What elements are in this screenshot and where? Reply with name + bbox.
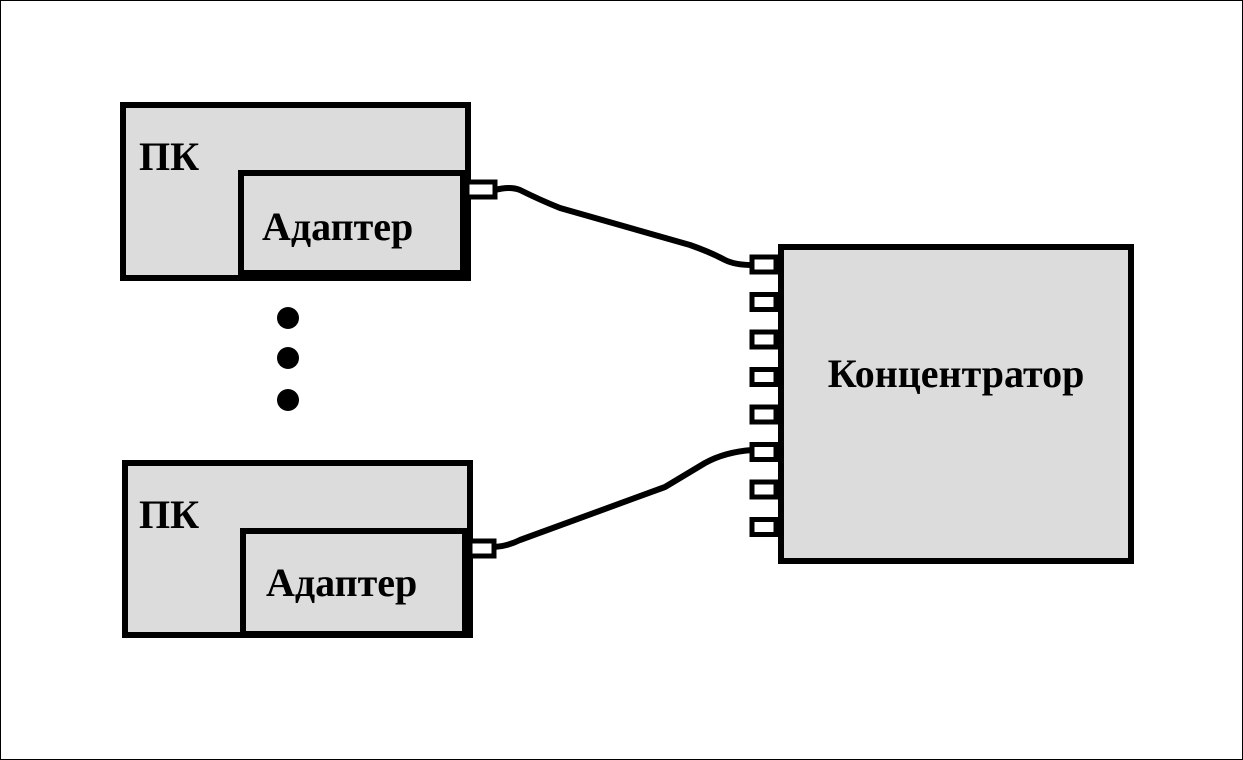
hub-port <box>749 292 779 312</box>
hub-port <box>749 254 779 275</box>
ellipsis-dot <box>277 307 299 329</box>
more-pcs-ellipsis <box>277 307 299 411</box>
ellipsis-dot <box>277 389 299 411</box>
cable-top <box>494 185 753 268</box>
hub: Концентратор <box>749 244 1134 564</box>
hub-port <box>749 442 779 462</box>
pc-top-label: ПК <box>139 134 199 179</box>
pc-top: ПК Адаптер <box>120 102 498 281</box>
adapter-bottom-port <box>467 538 497 559</box>
hub-port <box>749 479 779 500</box>
hub-port <box>749 404 779 425</box>
pc-bottom: ПК Адаптер <box>122 460 497 638</box>
hub-box <box>778 244 1134 564</box>
hub-label: Концентратор <box>828 351 1085 396</box>
pc-bottom-label: ПК <box>139 492 199 537</box>
ellipsis-dot <box>277 347 299 369</box>
adapter-bottom-box <box>240 528 468 637</box>
adapter-top-box <box>238 170 466 276</box>
hub-port <box>749 367 779 387</box>
hub-port <box>749 329 779 350</box>
adapter-bottom-label: Адаптер <box>266 560 417 605</box>
adapter-top-label: Адаптер <box>262 204 413 249</box>
cable-bottom <box>493 447 753 550</box>
hub-port <box>749 517 779 537</box>
hub-ports <box>749 254 779 537</box>
adapter-top-port <box>464 179 498 200</box>
